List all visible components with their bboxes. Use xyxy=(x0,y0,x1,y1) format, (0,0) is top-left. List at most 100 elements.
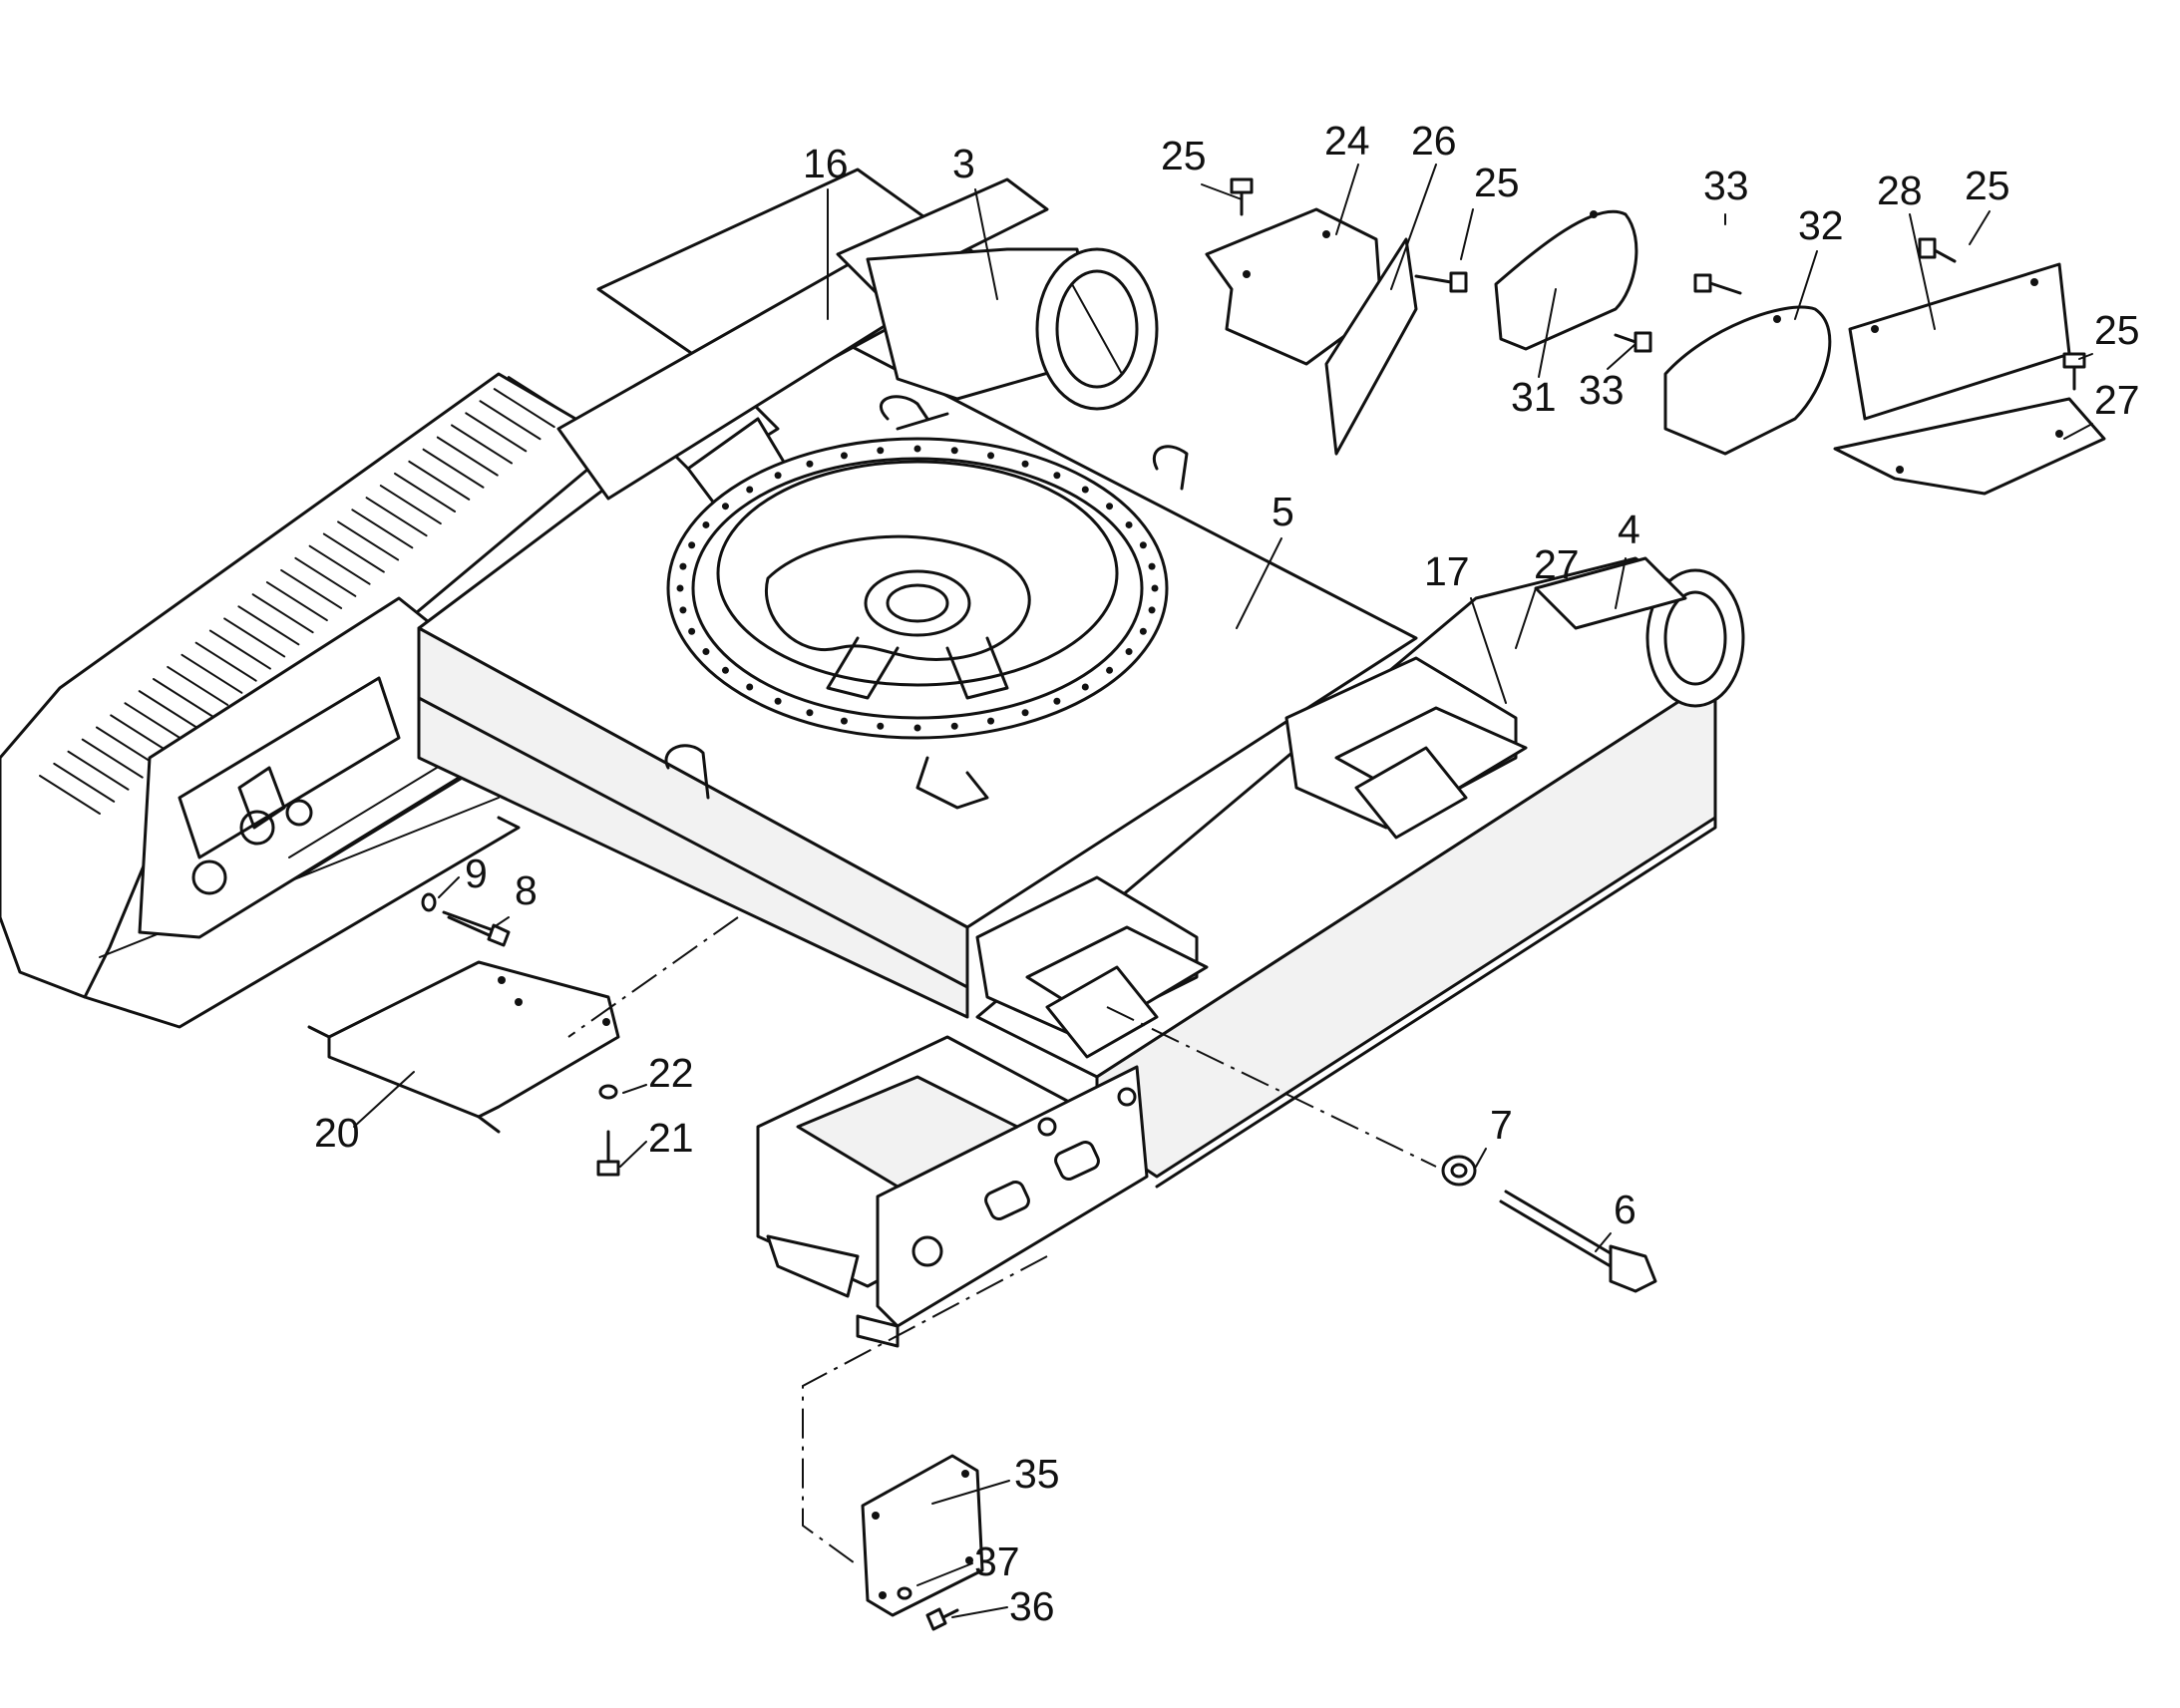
callout-26: 26 xyxy=(1411,118,1457,164)
callout-20: 20 xyxy=(314,1110,360,1156)
callout-25: 25 xyxy=(1965,163,2010,208)
track-rib xyxy=(237,605,300,646)
track-rib xyxy=(208,629,271,670)
track-rib xyxy=(451,424,514,465)
cover-28 xyxy=(1848,262,2071,421)
lifting-lugs xyxy=(664,395,1189,810)
callout-5: 5 xyxy=(1272,489,1294,534)
bearing-bolt-hole xyxy=(1081,683,1089,691)
bearing-bolt-hole xyxy=(1106,666,1114,674)
leader-line xyxy=(1515,587,1537,649)
cover-31 xyxy=(1494,209,1638,351)
bearing-bolt-hole xyxy=(877,722,885,730)
bearing-bolt-hole xyxy=(913,724,921,732)
callout-32: 32 xyxy=(1798,202,1844,248)
bearing-bolt-hole xyxy=(1021,460,1029,468)
bearing-bolt-hole xyxy=(688,541,696,549)
bearing-bolt-hole xyxy=(1148,606,1156,614)
swing-bearing-ring xyxy=(666,437,1169,740)
bearing-bolt-hole xyxy=(840,452,848,460)
leader-line xyxy=(1475,1148,1487,1168)
bearing-bolt-hole xyxy=(721,666,729,674)
callout-27: 27 xyxy=(2094,377,2140,423)
leader-line xyxy=(1969,210,1991,245)
callout-33: 33 xyxy=(1579,367,1625,413)
track-rib xyxy=(251,593,314,634)
bearing-bolt-hole xyxy=(950,722,958,730)
callout-22: 22 xyxy=(648,1050,694,1096)
bearing-bolt-hole xyxy=(1021,709,1029,717)
track-rib xyxy=(39,775,101,815)
bearing-bolt-hole xyxy=(1053,697,1061,705)
bearing-bolt-hole xyxy=(746,683,754,691)
leader-line xyxy=(1615,557,1627,609)
bearing-bolt-hole xyxy=(746,486,754,494)
leader-line xyxy=(493,916,510,928)
bearing-bolt-hole xyxy=(950,447,958,455)
track-rib xyxy=(322,532,385,573)
bearing-bolt-hole xyxy=(806,709,814,717)
bearing-bolt-hole xyxy=(721,503,729,511)
leader-line xyxy=(931,1480,1010,1505)
callout-16: 16 xyxy=(803,141,849,186)
track-rib xyxy=(351,509,414,549)
track-rib xyxy=(465,412,528,453)
leader-line xyxy=(619,1141,647,1168)
callout-25: 25 xyxy=(2094,307,2140,353)
track-rib xyxy=(394,472,457,512)
fasteners xyxy=(421,892,1657,1293)
leader-line xyxy=(1390,164,1437,290)
leader-line xyxy=(622,1084,647,1094)
track-rib xyxy=(265,581,328,622)
callout-25: 25 xyxy=(1474,160,1520,205)
leader-line xyxy=(1470,597,1507,704)
bearing-bolt-hole xyxy=(1106,503,1114,511)
bearing-bolt-hole xyxy=(774,697,782,705)
bearing-bolt-hole xyxy=(987,452,995,460)
leader-line xyxy=(1201,183,1243,200)
track-rib xyxy=(422,448,485,489)
track-rib xyxy=(95,726,158,767)
callout-labels: 16 3 25 24 26 25 33 32 28 25 25 27 31 33… xyxy=(314,118,2140,1629)
bearing-bolt-hole xyxy=(702,520,710,528)
bearing-bolt-hole xyxy=(840,717,848,725)
cover-32 xyxy=(1663,305,1832,456)
centerlines xyxy=(567,916,1437,1566)
bearing-bolt-hole xyxy=(679,562,687,570)
callout-24: 24 xyxy=(1324,118,1370,164)
leader-line xyxy=(974,188,998,300)
callout-33: 33 xyxy=(1703,163,1749,208)
bearing-bolt-hole xyxy=(676,584,684,592)
track-rib xyxy=(81,738,144,779)
track-rib xyxy=(508,376,569,416)
track-rib xyxy=(365,497,428,537)
leader-line xyxy=(1794,250,1818,320)
bearing-bolt-hole xyxy=(1139,541,1147,549)
callout-17: 17 xyxy=(1424,548,1470,594)
access-cover-35 xyxy=(861,1454,984,1631)
track-rib xyxy=(436,436,499,477)
callout-36: 36 xyxy=(1009,1583,1055,1629)
track-rib xyxy=(110,714,173,755)
bearing-bolt-hole xyxy=(702,648,710,656)
bearing-bolt-hole xyxy=(679,606,687,614)
bearing-bolt-hole xyxy=(1139,627,1147,635)
bearing-bolt-hole xyxy=(1081,486,1089,494)
leader-line xyxy=(353,1071,415,1128)
callout-4: 4 xyxy=(1618,507,1640,552)
callout-3: 3 xyxy=(952,141,975,186)
bearing-bolt-hole xyxy=(913,445,921,453)
leader-line xyxy=(438,876,460,898)
bearing-bolt-hole xyxy=(987,717,995,725)
roller-brackets xyxy=(975,656,1528,1059)
leader-line xyxy=(1595,1232,1612,1252)
callout-25: 25 xyxy=(1161,133,1207,178)
track-rib xyxy=(493,388,555,429)
callout-27: 27 xyxy=(1534,541,1580,587)
track-rib xyxy=(152,678,214,719)
leader-line xyxy=(1607,343,1636,370)
leader-line xyxy=(1335,164,1359,235)
callout-35: 35 xyxy=(1014,1451,1060,1497)
front-idler-yoke xyxy=(756,1035,1149,1348)
cover-26 xyxy=(1324,237,1418,456)
